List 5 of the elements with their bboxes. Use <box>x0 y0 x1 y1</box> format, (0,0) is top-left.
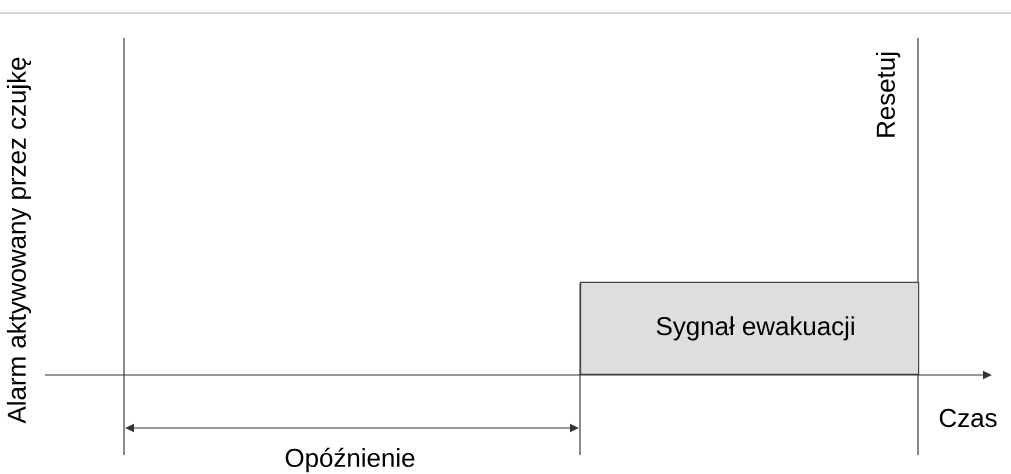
axis-label: Resetuj <box>875 52 901 137</box>
signal-box: Sygnał ewakuacji <box>580 281 920 375</box>
axis-label: Czas <box>939 408 997 428</box>
axis-label: Alarm aktywowany przez czujkę <box>6 57 32 424</box>
dimension-label: Opóźnienie <box>285 447 415 473</box>
